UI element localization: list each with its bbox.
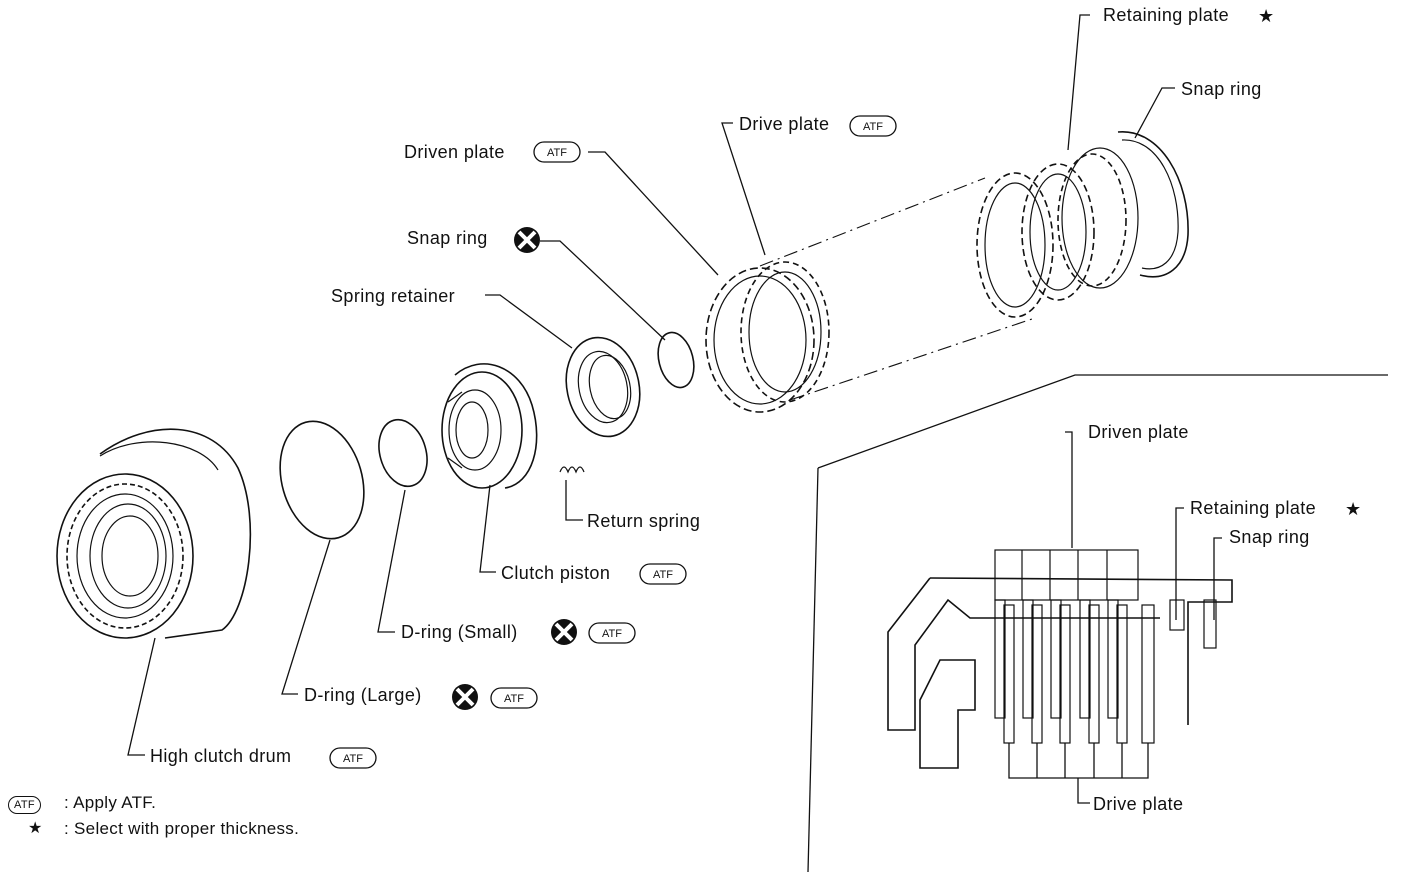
inset-label-retaining-plate: Retaining plate	[1190, 498, 1316, 518]
label-d-ring-small: D-ring (Small)	[401, 622, 518, 642]
legend-atf-text: : Apply ATF.	[64, 793, 157, 812]
atf-icon	[329, 747, 377, 769]
star-icon: ★	[28, 820, 43, 837]
star-icon: ★	[1345, 499, 1362, 519]
label-driven-plate: Driven plate	[404, 142, 505, 162]
high-clutch-drum	[56, 428, 252, 639]
d-ring-large	[279, 420, 365, 540]
inset-label-drive-plate: Drive plate	[1093, 794, 1183, 814]
snap-ring-small	[657, 331, 695, 389]
label-drive-plate: Drive plate	[739, 114, 829, 134]
clutch-piston	[441, 363, 538, 489]
spring-retainer	[565, 336, 641, 438]
legend: ATF : Apply ATF. ★ : Select with proper …	[8, 790, 299, 841]
label-snap-ring-top: Snap ring	[1181, 79, 1262, 99]
plate-stack-front	[705, 261, 830, 413]
snap-ring-large	[1117, 131, 1189, 278]
atf-icon	[849, 115, 897, 137]
replace-x-icon	[512, 225, 542, 255]
atf-icon	[588, 622, 636, 644]
plate-stack-rear	[976, 147, 1139, 318]
star-icon: ★	[1258, 6, 1275, 26]
label-return-spring: Return spring	[587, 511, 700, 531]
inset-label-snap-ring: Snap ring	[1229, 527, 1310, 547]
atf-icon	[490, 687, 538, 709]
label-d-ring-large: D-ring (Large)	[304, 685, 422, 705]
atf-icon	[533, 141, 581, 163]
inset-label-driven-plate: Driven plate	[1088, 422, 1189, 442]
replace-x-icon	[450, 682, 480, 712]
label-spring-retainer: Spring retainer	[331, 286, 455, 306]
replace-x-icon	[549, 617, 579, 647]
atf-icon: ATF	[8, 796, 41, 814]
legend-star-text: : Select with proper thickness.	[64, 818, 300, 838]
label-high-clutch-drum: High clutch drum	[150, 746, 291, 766]
legend-star: ★ : Select with proper thickness.	[8, 815, 299, 841]
cross-section-inset	[807, 374, 1388, 873]
legend-atf: ATF : Apply ATF.	[8, 790, 299, 815]
d-ring-small	[378, 418, 428, 488]
atf-icon	[639, 563, 687, 585]
label-retaining-plate: Retaining plate	[1103, 5, 1229, 25]
return-spring	[559, 466, 585, 474]
label-clutch-piston: Clutch piston	[501, 563, 610, 583]
label-snap-ring-mid: Snap ring	[407, 228, 488, 248]
